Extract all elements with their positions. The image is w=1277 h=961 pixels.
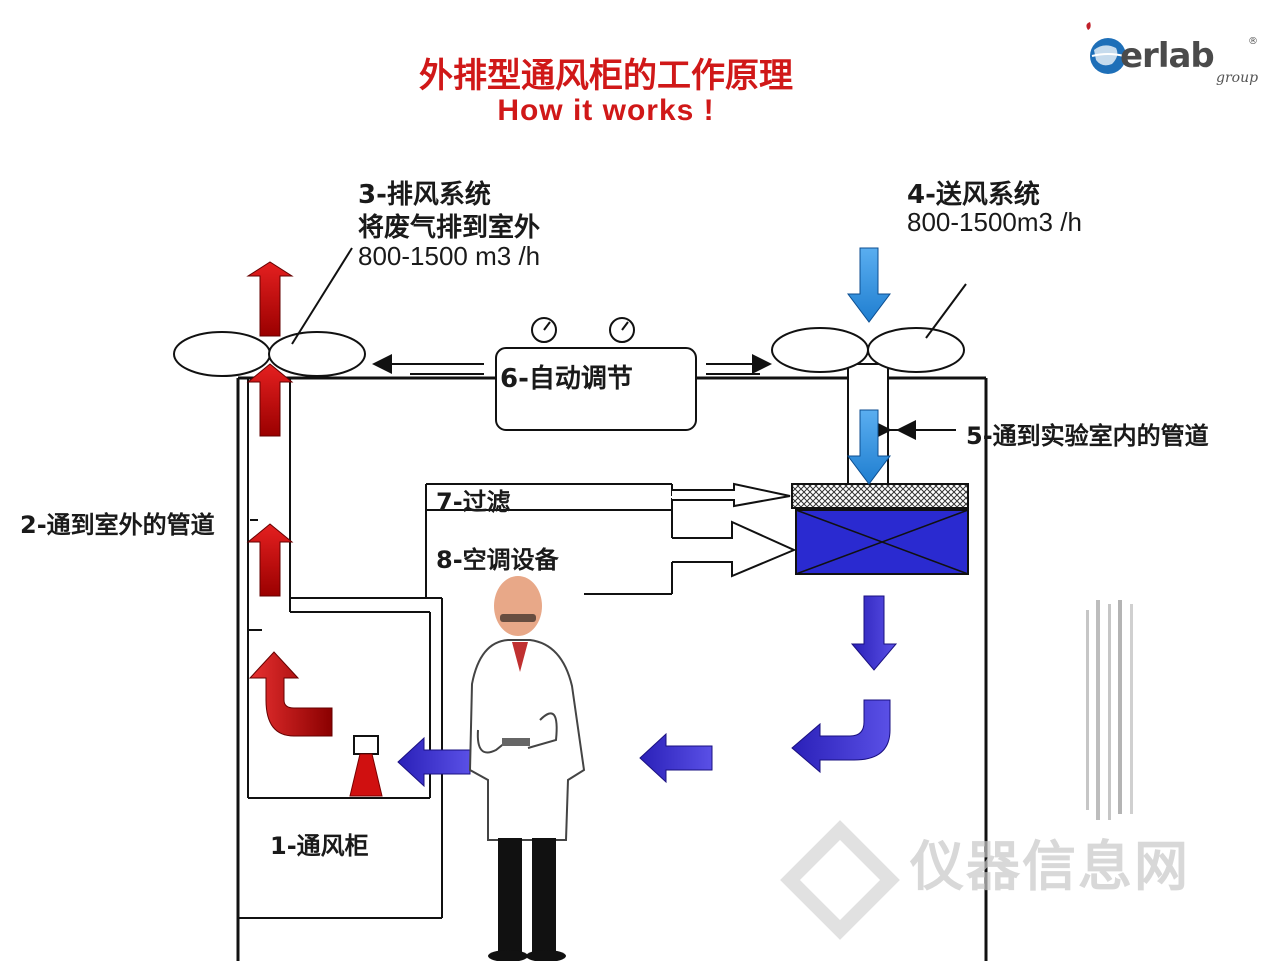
scientist-figure	[468, 576, 586, 961]
erlab-logo: erlab ® group	[1080, 22, 1260, 102]
diagram-title-chinese: 外排型通风柜的工作原理	[419, 56, 793, 96]
logo-registered-mark: ®	[1248, 36, 1258, 47]
room-supply-arrow-icon	[850, 595, 898, 671]
exhaust-duct	[247, 378, 291, 798]
supply-leader-line	[925, 283, 967, 339]
control-link-left-arrow-icon	[372, 354, 484, 375]
globe-logo-icon	[1086, 22, 1126, 74]
supply-fan-icon	[771, 327, 965, 373]
exhaust-system-label: 3-排风系统	[358, 180, 491, 210]
supply-flow-rate: 800-1500m3 /h	[907, 207, 1082, 237]
exhaust-system-description: 将废气排到室外	[358, 213, 541, 243]
control-link-right-arrow-icon	[706, 354, 772, 375]
exhaust-leader-line	[291, 247, 353, 345]
logo-wordmark: erlab	[1120, 36, 1215, 76]
fume-hood-label: 1-通风柜	[270, 832, 369, 860]
hood-intake-arrow-icon	[397, 736, 471, 788]
filter-unit	[791, 483, 969, 509]
filter-inlet-arrow-icon	[672, 482, 791, 508]
watermark-text: 仪器信息网	[910, 835, 1190, 898]
supply-flow-arrows	[397, 247, 898, 788]
outdoor-duct-label: 2-通到室外的管道	[20, 511, 215, 539]
supply-system-label: 4-送风系统	[907, 180, 1040, 210]
room-curve-arrow-icon	[791, 699, 891, 774]
exhaust-flow-arrows	[246, 261, 333, 737]
room-flow-arrow-icon	[639, 732, 713, 784]
exhaust-arrow-icon	[246, 261, 294, 337]
hvac-unit	[795, 509, 969, 575]
fume-source-icon	[349, 735, 383, 797]
hvac-ducting	[425, 483, 673, 598]
exhaust-curve-arrow-icon	[248, 651, 333, 737]
auto-control-label: 6-自动调节	[500, 364, 633, 394]
hvac-label: 8-空调设备	[436, 546, 559, 574]
exhaust-flow-rate: 800-1500 m3 /h	[358, 241, 541, 271]
lab-duct-label: 5-通到实验室内的管道	[966, 422, 1209, 450]
exhaust-arrow-icon	[246, 363, 294, 437]
supply-arrow-icon	[847, 409, 891, 485]
exhaust-arrow-icon	[246, 523, 294, 597]
filter-label: 7-过滤	[436, 488, 511, 516]
logo-subtitle: group	[1216, 70, 1259, 86]
hvac-inlet-arrow-icon	[672, 520, 797, 578]
auto-control-unit	[495, 317, 697, 431]
diagram-title-english: How it works !	[497, 94, 715, 127]
decorative-stripes	[1086, 600, 1133, 820]
watermark-logo-icon	[780, 820, 900, 940]
supply-arrow-icon	[847, 247, 891, 323]
